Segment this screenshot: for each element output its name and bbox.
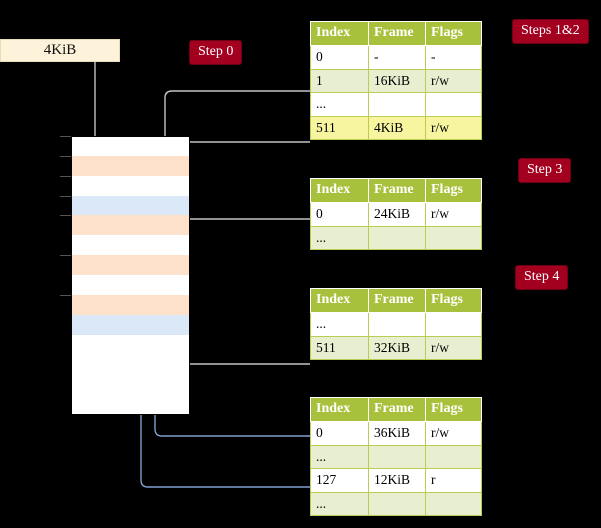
cell-flags <box>425 225 482 250</box>
cell-flags <box>425 444 482 469</box>
cell-index: ... <box>310 491 369 516</box>
physical-memory-frames <box>60 136 190 415</box>
column-header-index: Index <box>310 21 369 46</box>
column-header-index: Index <box>310 178 369 203</box>
cell-flags: r <box>425 468 482 493</box>
cell-frame: 4KiB <box>368 115 426 140</box>
cell-index: 127 <box>310 468 369 493</box>
cell-index: 0 <box>310 45 369 70</box>
badge-step-0: Step 0 <box>190 41 242 64</box>
cell-flags: r/w <box>425 202 482 227</box>
cell-flags: r/w <box>425 115 482 140</box>
cell-index: ... <box>310 92 369 117</box>
memory-frame-2 <box>71 175 190 197</box>
memory-frame-3 <box>71 195 190 217</box>
frame-tick-6 <box>60 255 71 257</box>
column-header-flags: Flags <box>425 21 482 46</box>
column-header-frame: Frame <box>368 21 426 46</box>
cell-flags <box>425 312 482 337</box>
cell-frame <box>368 225 426 250</box>
table-row: ... <box>310 92 482 117</box>
memory-frame-7 <box>71 275 190 296</box>
column-header-frame: Frame <box>368 288 426 313</box>
column-header-frame: Frame <box>368 178 426 203</box>
cell-flags <box>425 92 482 117</box>
column-header-index: Index <box>310 288 369 313</box>
column-header-flags: Flags <box>425 288 482 313</box>
cell-frame: 36KiB <box>368 421 426 446</box>
memory-frame-9 <box>71 314 190 336</box>
column-header-flags: Flags <box>425 397 482 422</box>
cell-flags: r/w <box>425 421 482 446</box>
cell-index: ... <box>310 312 369 337</box>
memory-frame-6 <box>71 255 190 276</box>
cell-flags <box>425 491 482 516</box>
table-row: 0-- <box>310 45 482 70</box>
cell-frame: 12KiB <box>368 468 426 493</box>
cell-index: 0 <box>310 202 369 227</box>
cell-frame <box>368 491 426 516</box>
column-header-index: Index <box>310 397 369 422</box>
wire-table3-to-frame <box>178 286 310 365</box>
cell-frame: 32KiB <box>368 335 426 360</box>
table-row: ... <box>310 444 482 469</box>
memory-frame-5 <box>71 235 190 257</box>
table-row: ... <box>310 491 482 516</box>
column-header-frame: Frame <box>368 397 426 422</box>
table-row: ... <box>310 312 482 337</box>
frame-tick-8 <box>60 294 71 296</box>
memory-frame-12 <box>71 374 190 396</box>
cell-flags: r/w <box>425 68 482 93</box>
frame-tick-2 <box>60 175 71 177</box>
memory-frame-4 <box>71 215 190 237</box>
cell-index: 511 <box>310 115 369 140</box>
memory-frame-1 <box>71 155 190 177</box>
table-row: ... <box>310 225 482 250</box>
badge-step-4: Step 4 <box>516 266 568 289</box>
wire-table4-row0-to-frame <box>154 322 310 437</box>
cell-index: ... <box>310 225 369 250</box>
cell-frame <box>368 92 426 117</box>
cell-index: 511 <box>310 335 369 360</box>
cell-flags: - <box>425 45 482 70</box>
cell-index: 1 <box>310 68 369 93</box>
memory-frame-8 <box>71 294 190 316</box>
frame-tick-1 <box>60 155 71 157</box>
cell-index: ... <box>310 444 369 469</box>
frame-tick-0 <box>60 136 71 137</box>
cell-frame: 24KiB <box>368 202 426 227</box>
cell-index: 0 <box>310 421 369 446</box>
wire-table4-row127-to-frame <box>140 203 310 488</box>
memory-frame-13 <box>71 394 190 415</box>
badge-step-3: Step 3 <box>519 159 571 182</box>
badge-steps-1-2: Steps 1&2 <box>513 20 588 43</box>
memory-frame-0 <box>71 136 190 157</box>
frame-tick-4 <box>60 215 71 217</box>
wire-table2-to-frame <box>178 218 310 248</box>
wire-table1-to-frame <box>164 90 310 147</box>
cell-frame <box>368 444 426 469</box>
frame-tick-3 <box>60 195 71 197</box>
cell-flags: r/w <box>425 335 482 360</box>
cell-frame: 16KiB <box>368 68 426 93</box>
virtual-page-4kib-box: 4KiB <box>0 39 120 62</box>
cell-frame <box>368 312 426 337</box>
cell-frame: - <box>368 45 426 70</box>
memory-frame-11 <box>71 354 190 376</box>
memory-frame-10 <box>71 334 190 356</box>
column-header-flags: Flags <box>425 178 482 203</box>
